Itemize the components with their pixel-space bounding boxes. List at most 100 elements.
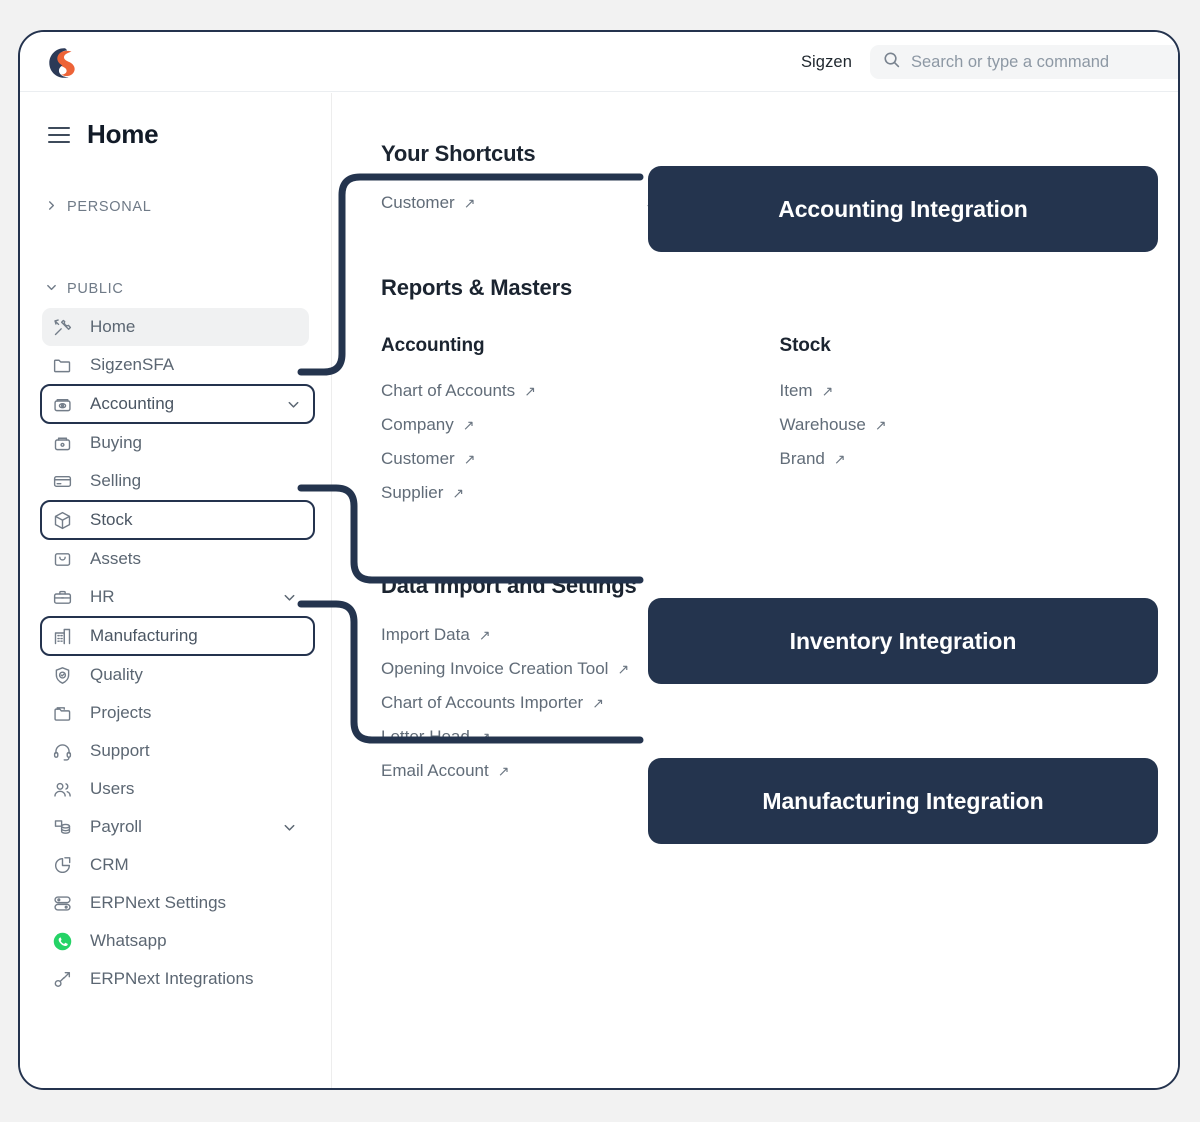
sidebar-item-label: Accounting — [90, 394, 175, 413]
app-window: Sigzen Home PERSONAL — [18, 30, 1180, 1090]
navbar-right-group: Sigzen — [800, 32, 1178, 92]
arrow-up-right-icon: ↗ — [592, 695, 604, 711]
chevron-down-icon[interactable] — [282, 590, 297, 605]
link-label: Opening Invoice Creation Tool — [381, 659, 609, 678]
main-content: Your Shortcuts Customer ↗ Supplier ↗ Sal… — [333, 93, 1178, 1088]
data-import-links: Import Data↗ Opening Invoice Creation Too… — [381, 625, 1178, 781]
report-link[interactable]: Item↗ — [780, 381, 834, 401]
sidebar-item-home[interactable]: Home — [42, 308, 309, 346]
folder-icon — [52, 355, 78, 376]
sidebar-item-label: Quality — [90, 665, 143, 684]
data-import-link[interactable]: Import Data↗ — [381, 625, 491, 645]
report-link[interactable]: Customer↗ — [381, 449, 475, 469]
accounting-icon — [52, 394, 78, 415]
sidebar-item-label: Users — [90, 779, 135, 798]
sidebar-item-label: ERPNext Integrations — [90, 969, 254, 988]
link-label: Chart of Accounts Importer — [381, 693, 584, 712]
tools-icon — [52, 317, 78, 338]
sidebar-item-users[interactable]: Users — [42, 770, 309, 808]
global-search[interactable] — [870, 45, 1178, 79]
shortcut-label: Sales Invoice — [912, 193, 1014, 212]
list-item: Letter Head↗ — [381, 727, 1178, 747]
data-import-link[interactable]: Letter Head↗ — [381, 727, 491, 747]
link-label: Letter Head — [381, 727, 470, 746]
sidebar-item-label: Whatsapp — [90, 931, 167, 950]
arrow-up-right-icon: ↗ — [497, 763, 510, 779]
chevron-down-icon — [46, 281, 57, 297]
arrow-up-right-icon: ↗ — [452, 485, 465, 501]
arrow-up-right-icon: ↗ — [833, 451, 846, 467]
report-link[interactable]: Chart of Accounts↗ — [381, 381, 536, 401]
sidebar-item-sigzensfa[interactable]: SigzenSFA — [42, 346, 309, 384]
sidebar-item-buying[interactable]: Buying — [42, 424, 309, 462]
sidebar-item-whatsapp[interactable]: Whatsapp — [42, 922, 309, 960]
list-item: Supplier ↗ — [381, 483, 780, 503]
list-item: Email Account↗ — [381, 761, 1178, 781]
sidebar-item-label: Stock — [90, 510, 133, 529]
sidebar-header: Home — [20, 101, 331, 150]
sidebar-item-crm[interactable]: CRM — [42, 846, 309, 884]
reports-column-links: Item↗ Warehouse↗ Brand↗ — [780, 381, 1179, 469]
list-item: Brand↗ — [780, 449, 1179, 469]
data-import-link[interactable]: Chart of Accounts Importer ↗ — [381, 693, 604, 713]
shortcuts-links: Customer ↗ Supplier ↗ Sales Invoice ↗ — [381, 193, 1178, 213]
whatsapp-icon — [52, 931, 78, 952]
report-link[interactable]: Company↗ — [381, 415, 475, 435]
arrow-up-right-icon: ↗ — [1022, 195, 1035, 211]
shortcut-link-supplier[interactable]: Supplier ↗ — [647, 193, 730, 213]
chevron-down-icon[interactable] — [282, 820, 297, 835]
sidebar-item-quality[interactable]: Quality — [42, 656, 309, 694]
shortcut-item[interactable]: Customer ↗ — [381, 193, 647, 213]
reports-column-title: Stock — [779, 335, 831, 356]
shortcut-item[interactable]: Supplier ↗ — [647, 193, 913, 213]
shortcuts-heading: Your Shortcuts — [381, 141, 536, 166]
link-label: Supplier — [381, 483, 444, 502]
list-item: Chart of Accounts↗ — [381, 381, 780, 401]
shortcut-link-sales-invoice[interactable]: Sales Invoice ↗ — [912, 193, 1034, 213]
report-link[interactable]: Supplier ↗ — [381, 483, 464, 503]
sidebar-item-stock[interactable]: Stock — [40, 500, 315, 540]
arrow-up-right-icon: ↗ — [874, 417, 887, 433]
sidebar-item-selling[interactable]: Selling — [42, 462, 309, 500]
sidebar-item-erpnext-integrations[interactable]: ERPNext Integrations — [42, 960, 309, 998]
sidebar-item-label: SigzenSFA — [90, 355, 175, 374]
pie-chart-icon — [52, 855, 78, 876]
integrations-icon — [52, 969, 78, 990]
shortcut-link-customer[interactable]: Customer ↗ — [381, 193, 475, 213]
data-import-link[interactable]: Email Account↗ — [381, 761, 509, 781]
arrow-up-right-icon: ↗ — [463, 195, 476, 211]
payroll-icon — [52, 817, 78, 838]
hamburger-menu-icon[interactable] — [48, 126, 70, 143]
user-name-label[interactable]: Sigzen — [800, 52, 852, 71]
sidebar-section-public[interactable]: PUBLIC — [20, 276, 331, 302]
report-link[interactable]: Brand↗ — [780, 449, 846, 469]
search-input[interactable] — [911, 52, 1178, 72]
sidebar-item-payroll[interactable]: Payroll — [42, 808, 309, 846]
headset-icon — [52, 741, 78, 762]
sidebar-item-hr[interactable]: HR — [42, 578, 309, 616]
sidebar-item-manufacturing[interactable]: Manufacturing — [40, 616, 315, 656]
sidebar-item-projects[interactable]: Projects — [42, 694, 309, 732]
sidebar-item-assets[interactable]: Assets — [42, 540, 309, 578]
arrow-up-right-icon: ↗ — [718, 195, 730, 211]
shortcut-item[interactable]: Sales Invoice ↗ — [912, 193, 1178, 213]
sidebar-section-label: PERSONAL — [67, 199, 152, 215]
sidebar-section-label: PUBLIC — [67, 281, 124, 297]
users-icon — [52, 779, 78, 800]
data-import-link[interactable]: Opening Invoice Creation Tool↗ — [381, 659, 629, 679]
top-navbar: Sigzen — [20, 32, 1178, 92]
page-title: Home — [87, 119, 159, 149]
sidebar-section-personal[interactable]: PERSONAL — [20, 194, 331, 220]
report-link[interactable]: Warehouse↗ — [780, 415, 887, 435]
chevron-down-icon[interactable] — [286, 397, 301, 412]
sidebar-item-label: HR — [90, 587, 115, 606]
sidebar-item-accounting[interactable]: Accounting — [40, 384, 315, 424]
buying-icon — [52, 433, 78, 454]
sigzen-logo-icon[interactable] — [47, 46, 81, 80]
link-label: Chart of Accounts — [381, 381, 516, 400]
reports-masters-heading: Reports & Masters — [381, 275, 572, 300]
sidebar-item-erpnext-settings[interactable]: ERPNext Settings — [42, 884, 309, 922]
sidebar-item-support[interactable]: Support — [42, 732, 309, 770]
sidebar-item-label: Support — [90, 741, 150, 760]
